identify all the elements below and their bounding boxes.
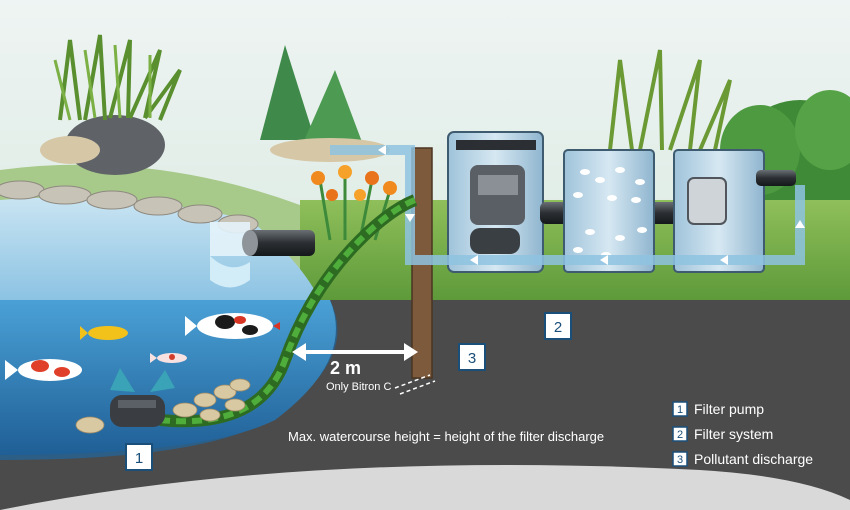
legend-item-label: Pollutant discharge <box>694 451 813 467</box>
bottom-curve <box>0 465 850 510</box>
fish-koi-left <box>5 359 82 381</box>
edge-stones <box>0 180 259 234</box>
badge-pump-number: 1 <box>135 450 143 467</box>
legend-item-number: 2 <box>677 429 683 441</box>
filter-pump <box>110 368 175 427</box>
filter-tank-bio <box>563 149 655 273</box>
filter-pump-housing <box>447 131 544 273</box>
legend-item-pollutant-discharge: 3 Pollutant discharge <box>672 451 813 467</box>
pebbles <box>75 378 251 434</box>
badge-discharge: 3 <box>458 343 486 371</box>
fish-koi-black <box>185 313 280 339</box>
legend-item-label: Filter system <box>694 426 773 442</box>
fish-gold <box>80 326 128 340</box>
grass-clump-right <box>608 49 732 151</box>
legend-item-number: 3 <box>677 454 683 466</box>
badge-pump: 1 <box>125 443 153 471</box>
discharge-marker <box>394 374 436 395</box>
waterfall <box>210 222 250 288</box>
badge-filter: 2 <box>544 312 572 340</box>
grass-clump-left <box>40 34 182 175</box>
distance-arrow <box>292 343 418 361</box>
distance-value: 2 m <box>330 358 361 378</box>
legend: 1 Filter pump 2 Filter system 3 Pollutan… <box>672 401 813 467</box>
filter-tank-uv <box>673 149 796 273</box>
legend-item-label: Filter pump <box>694 401 764 417</box>
badge-discharge-number: 3 <box>468 350 476 367</box>
flow-arrows <box>378 145 805 265</box>
badge-filter-number: 2 <box>554 319 562 336</box>
legend-item-number: 1 <box>677 404 683 416</box>
height-note: Max. watercourse height = height of the … <box>288 429 604 444</box>
fish-koi-small <box>150 353 187 363</box>
legend-item-filter-pump: 1 Filter pump <box>672 401 764 417</box>
legend-item-filter-system: 2 Filter system <box>672 426 773 442</box>
flowers <box>311 165 397 241</box>
return-pipe <box>242 230 315 256</box>
distance-note: Only Bitron C <box>326 381 391 393</box>
